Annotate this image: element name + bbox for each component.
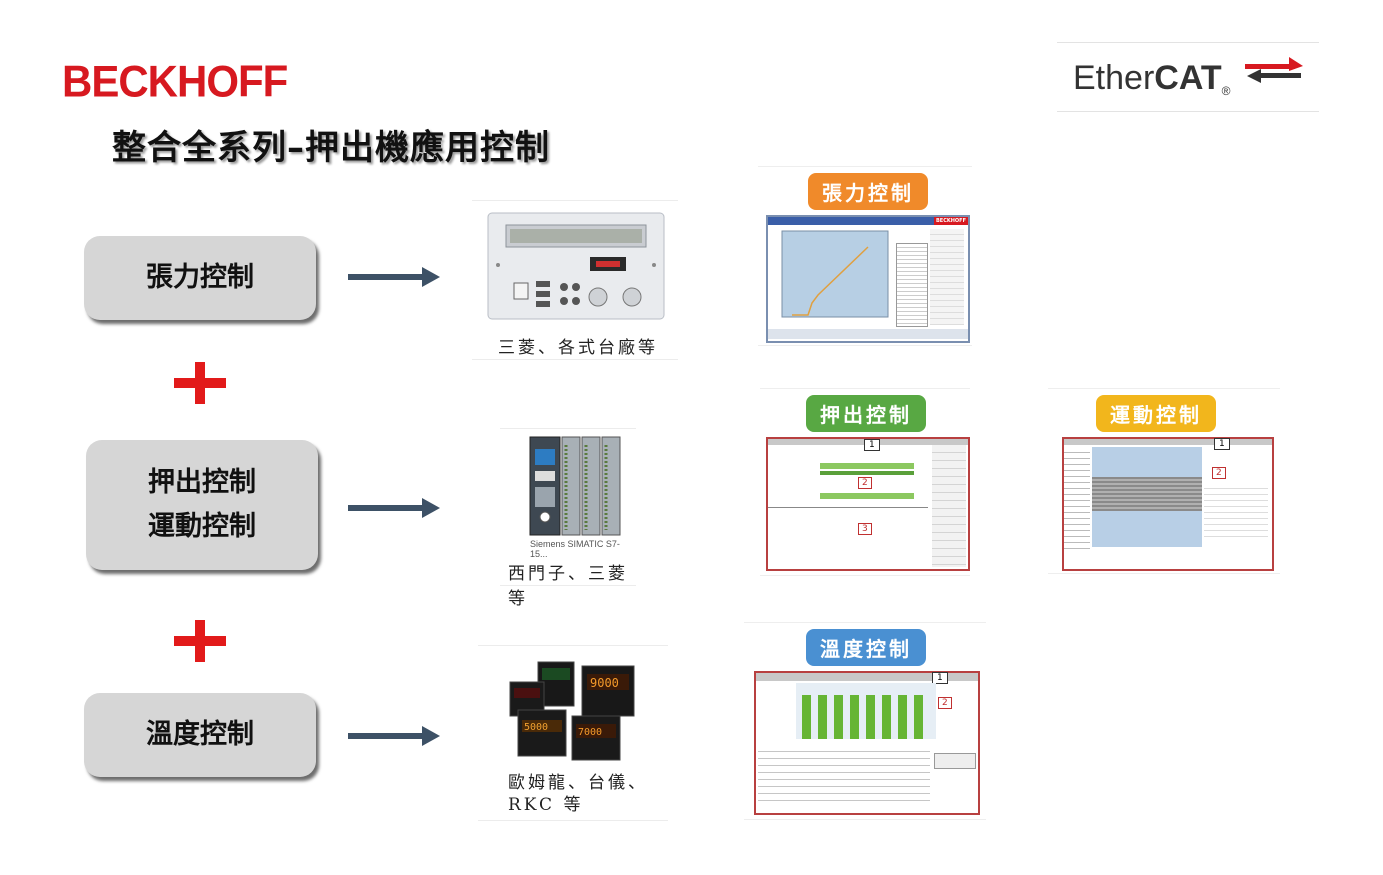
tension-control-box: 張力控制 <box>84 236 316 320</box>
marker-1: 1 <box>864 439 880 451</box>
extrusion-control-tag: 押出控制 <box>806 395 926 432</box>
page-title: 整合全系列–押出機應用控制 <box>112 128 550 168</box>
extrusion-hmi-screen: 1 2 3 <box>766 437 970 571</box>
temperature-hmi-screen: 1 2 <box>754 671 980 815</box>
temperature-brands-caption-line2: RKC 等 <box>508 795 584 815</box>
temperature-control-tag: 溫度控制 <box>806 629 926 666</box>
tension-controller-card: 三菱、各式台廠等 <box>472 200 678 360</box>
arrow-right-icon <box>348 267 440 287</box>
temperature-control-box: 溫度控制 <box>84 693 316 777</box>
ethercat-wordmark: EtherCAT® <box>1073 59 1231 98</box>
motion-control-tag: 運動控制 <box>1096 395 1216 432</box>
motion-marker-2: 2 <box>1212 467 1226 479</box>
tension-hmi-screen: BECKHOFF <box>766 215 970 343</box>
motion-control-label: 運動控制 <box>148 511 256 542</box>
tension-controller-image <box>487 212 665 320</box>
plc-card: Siemens SIMATIC S7-15... 西門子、三菱等 <box>500 428 636 609</box>
motion-marker-1: 1 <box>1214 438 1230 450</box>
temperature-brands-caption-line1: 歐姆龍、台儀、 <box>508 773 648 793</box>
tension-hmi-card: 張力控制 BECKHOFF <box>758 166 972 346</box>
ethercat-logo: EtherCAT® <box>1057 42 1319 112</box>
svg-text:9000: 9000 <box>590 676 619 690</box>
plc-model-label: Siemens SIMATIC S7-15... <box>530 539 620 559</box>
marker-3: 3 <box>858 523 872 535</box>
temperature-controller-image: 9000 5000 7000 <box>509 661 635 761</box>
plc-brands-caption: 西門子、三菱等 <box>508 564 628 609</box>
temperature-control-label: 溫度控制 <box>146 719 254 750</box>
tension-chart-image <box>781 230 889 318</box>
svg-text:7000: 7000 <box>578 727 602 738</box>
marker-2: 2 <box>858 477 872 489</box>
plus-icon <box>174 620 226 662</box>
beckhoff-logo: BECKHOFF <box>62 56 288 107</box>
tension-brands-caption: 三菱、各式台廠等 <box>498 338 658 358</box>
arrow-right-icon <box>348 726 440 746</box>
plc-image <box>529 436 621 536</box>
motion-hmi-card: 運動控制 1 2 <box>1048 388 1280 574</box>
temperature-bars-image <box>796 683 936 739</box>
temperature-hmi-card: 溫度控制 1 2 <box>744 622 986 820</box>
temp-marker-2: 2 <box>938 697 952 709</box>
motion-hmi-screen: 1 2 <box>1062 437 1274 571</box>
tension-control-label: 張力控制 <box>146 262 254 293</box>
temperature-controller-card: 9000 5000 7000 歐姆龍、台儀、 RKC 等 <box>478 645 668 821</box>
plus-icon <box>174 362 226 404</box>
extrusion-control-label: 押出控制 <box>148 467 256 498</box>
arrow-right-icon <box>348 498 440 518</box>
ethercat-arrows-icon <box>1245 57 1303 83</box>
extrusion-motion-box: 押出控制 運動控制 <box>86 440 318 570</box>
screen-brand-label: BECKHOFF <box>934 217 968 225</box>
svg-text:5000: 5000 <box>524 722 548 733</box>
extrusion-hmi-card: 押出控制 1 2 3 <box>760 388 970 576</box>
temp-marker-1: 1 <box>932 672 948 684</box>
tension-control-tag: 張力控制 <box>808 173 928 210</box>
